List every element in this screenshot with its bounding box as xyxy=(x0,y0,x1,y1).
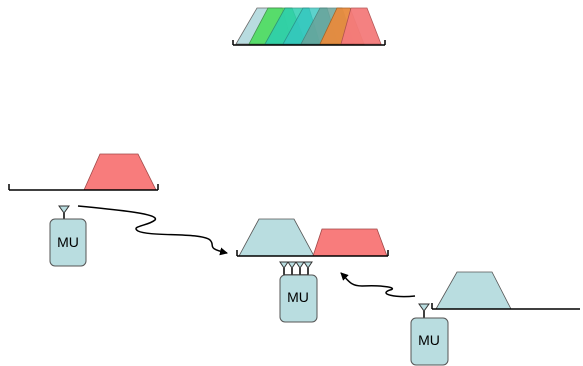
antenna-icon xyxy=(58,205,70,214)
right-band-group xyxy=(431,271,580,310)
left-mobile-unit: MU xyxy=(49,205,87,267)
mobile-unit-label: MU xyxy=(418,332,440,348)
antenna-array-icon xyxy=(279,261,313,276)
center-mobile-unit: MU xyxy=(279,261,318,323)
signal-arrow-right xyxy=(340,272,416,298)
right-mobile-unit: MU xyxy=(410,303,449,366)
spectrum-band-red xyxy=(340,7,382,45)
left-band-group xyxy=(8,153,159,191)
combined-spectrum xyxy=(232,7,386,46)
center-band-group xyxy=(236,218,389,257)
mobile-unit-box xyxy=(410,317,449,366)
center-blue-band xyxy=(238,218,315,257)
antenna-icon xyxy=(418,303,430,312)
signal-arrow-left xyxy=(77,205,228,256)
center-red-band xyxy=(312,228,388,257)
mobile-unit-box xyxy=(279,274,318,323)
mobile-unit-box xyxy=(49,218,87,267)
mobile-unit-label: MU xyxy=(57,234,79,250)
left-red-band xyxy=(83,153,157,191)
right-blue-band xyxy=(435,271,512,310)
mobile-unit-label: MU xyxy=(287,289,309,305)
